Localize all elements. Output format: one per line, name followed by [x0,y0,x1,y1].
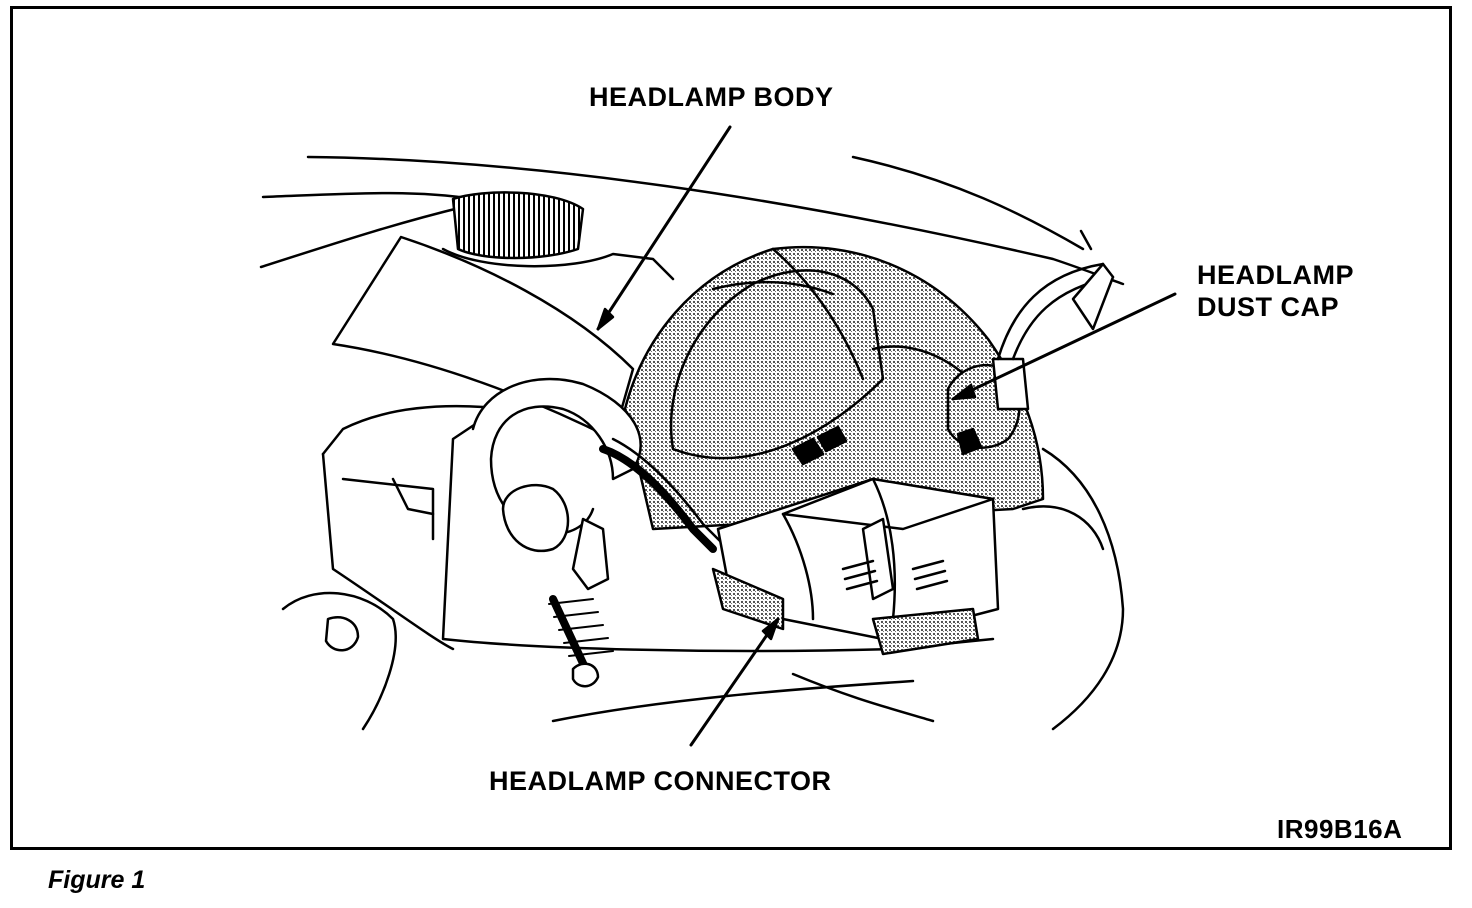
headlamp-dust-cap-label: HEADLAMP DUST CAP [1197,259,1354,323]
latch-bolt [549,595,592,678]
bumper-hole [324,616,360,652]
fender-right-arc [851,155,1085,251]
clip-wire-1 [996,262,1105,361]
housing-rib [771,247,865,381]
clip-wire-3 [1071,262,1115,331]
arrow-headlamp-body [596,307,615,331]
latch-clip [571,517,610,591]
support-notch [391,477,435,516]
reservoir-cap-top [451,191,585,260]
fender-right-inner [1021,505,1105,551]
headlamp-illustration [259,125,1177,747]
dust-cap-label-line2: DUST CAP [1197,292,1340,322]
figure-code: IR99B16A [1277,814,1403,844]
bumper-arc [281,591,397,731]
headlamp-housing-inner [669,269,885,460]
connector-base-2 [711,567,785,631]
connector-lock-tab [861,517,895,601]
wire-loom [599,445,717,553]
bulb-socket-marks [791,425,983,466]
leader-connector [689,617,780,747]
lower-sweep [551,679,915,723]
support-tray-front [321,452,455,651]
fender-right-tick [1079,229,1093,251]
arrow-connector [761,617,780,641]
lower-sweep-2 [791,672,935,723]
connector-base [871,607,980,656]
latch-bolt-thread [548,598,614,657]
support-tray-edge [341,477,435,541]
figure-frame: HEADLAMP BODY HEADLAMP DUST CAP HEADLAMP… [10,6,1452,850]
fender-line-upper [261,191,475,201]
figure-caption: Figure 1 [48,866,146,894]
leader-dust-cap [951,292,1177,401]
headlamp-connector-label: HEADLAMP CONNECTOR [489,766,832,796]
connector-lock-wire [781,477,897,621]
connector-top-face [781,477,995,531]
wire-loom-outline [611,437,725,546]
dust-cap-label-line1: HEADLAMP [1197,260,1354,290]
fender-right-body [1041,447,1125,731]
connector-grips [841,559,949,591]
fender-line-left [259,205,465,269]
arrow-dust-cap [951,383,977,401]
support-tray [321,404,995,653]
leader-headlamp-body [596,125,732,331]
latch-bolt-tip [571,662,600,688]
housing-rib-2 [711,280,835,296]
reservoir-body [441,247,675,281]
headlamp-body-label: HEADLAMP BODY [589,82,834,112]
latch-boss [501,483,570,553]
